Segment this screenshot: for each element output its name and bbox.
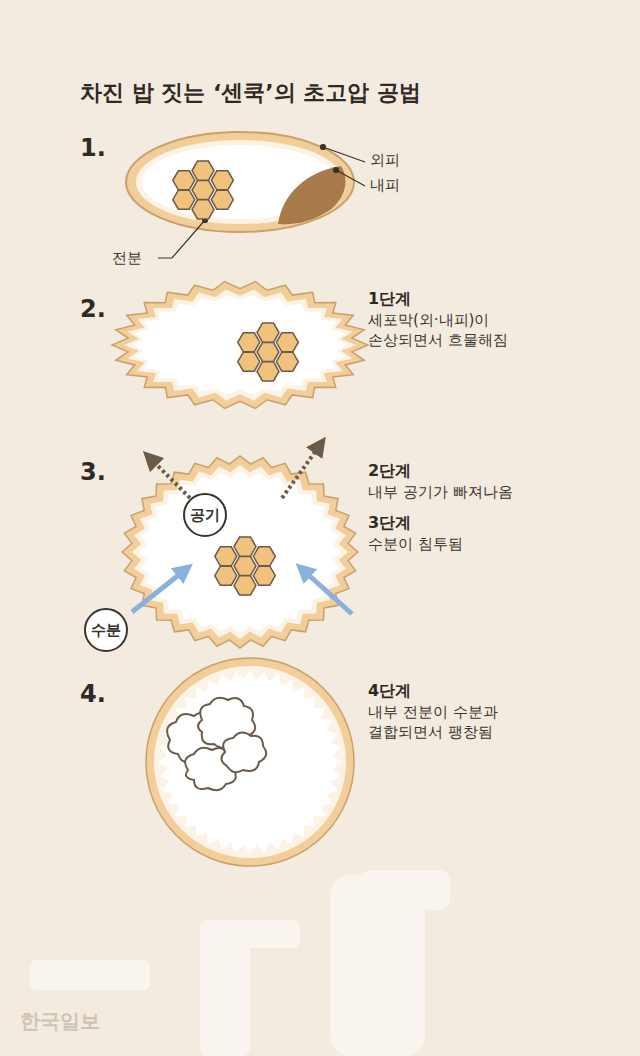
rice-grain-1 <box>126 132 365 258</box>
starch-cell <box>253 547 275 566</box>
callout-number: 1. <box>80 132 106 164</box>
starch-cell <box>173 171 195 190</box>
outer-skin <box>122 456 358 648</box>
starch-cell <box>211 171 233 190</box>
step-heading: 2단계 <box>368 460 411 482</box>
grain-core <box>158 670 342 854</box>
starch-cell <box>192 200 214 219</box>
starch-cell <box>215 566 237 585</box>
starch-cell <box>192 161 214 180</box>
starch-cell <box>257 343 279 362</box>
grain-core <box>132 295 348 394</box>
starch-cell <box>192 181 214 200</box>
starch-cell <box>238 333 260 352</box>
callout-number: 3. <box>80 456 106 488</box>
part-label: 외피 <box>370 150 400 170</box>
starch-cell <box>215 547 237 566</box>
step-text: 수분이 침투됨 <box>368 534 568 554</box>
starch-cell <box>253 566 275 585</box>
step-heading: 1단계 <box>368 288 411 310</box>
callout-number: 4. <box>80 678 106 710</box>
step-text: 세포막(외·내피)이 손상되면서 흐물해짐 <box>368 310 548 351</box>
part-label: 전분 <box>112 248 142 268</box>
grain-core <box>139 471 341 633</box>
swollen-starch <box>167 698 266 791</box>
circle-label: 수분 <box>84 608 128 652</box>
node-text: 공기 <box>190 506 220 525</box>
starch-cell <box>238 352 260 371</box>
node-text: 수분 <box>91 621 121 640</box>
outer-skin <box>112 282 368 409</box>
inner-skin <box>132 465 348 639</box>
step-text: 내부 공기가 빠져나옴 <box>368 482 568 502</box>
starch-cell <box>234 537 256 556</box>
starch-cells <box>173 161 298 595</box>
step-heading: 3단계 <box>368 512 411 534</box>
watermark: 한국일보 <box>20 1008 100 1035</box>
starch-cell <box>276 352 298 371</box>
step-text: 내부 전분이 수분과 결합되면서 팽창됨 <box>368 702 548 743</box>
outer-skin <box>146 658 354 866</box>
starch-cell <box>234 557 256 576</box>
step-heading: 4단계 <box>368 680 411 702</box>
starch-cell <box>257 323 279 342</box>
inner-skin <box>154 666 346 858</box>
part-label: 내피 <box>370 175 400 195</box>
starch-cell <box>276 333 298 352</box>
starch-cell <box>257 362 279 381</box>
title: 차진 밥 짓는 ‘센쿡’의 초고압 공법 <box>80 78 421 108</box>
callout-number: 2. <box>80 293 106 325</box>
starch-cell <box>173 190 195 209</box>
inner-skin <box>124 289 356 400</box>
circle-label: 공기 <box>183 493 227 537</box>
starch-cell <box>234 576 256 595</box>
rice-grain-4 <box>146 658 354 866</box>
starch-cell <box>211 190 233 209</box>
flow-arrows <box>132 445 352 614</box>
rice-grain-3 <box>122 456 358 648</box>
rice-grain-2 <box>112 282 368 409</box>
